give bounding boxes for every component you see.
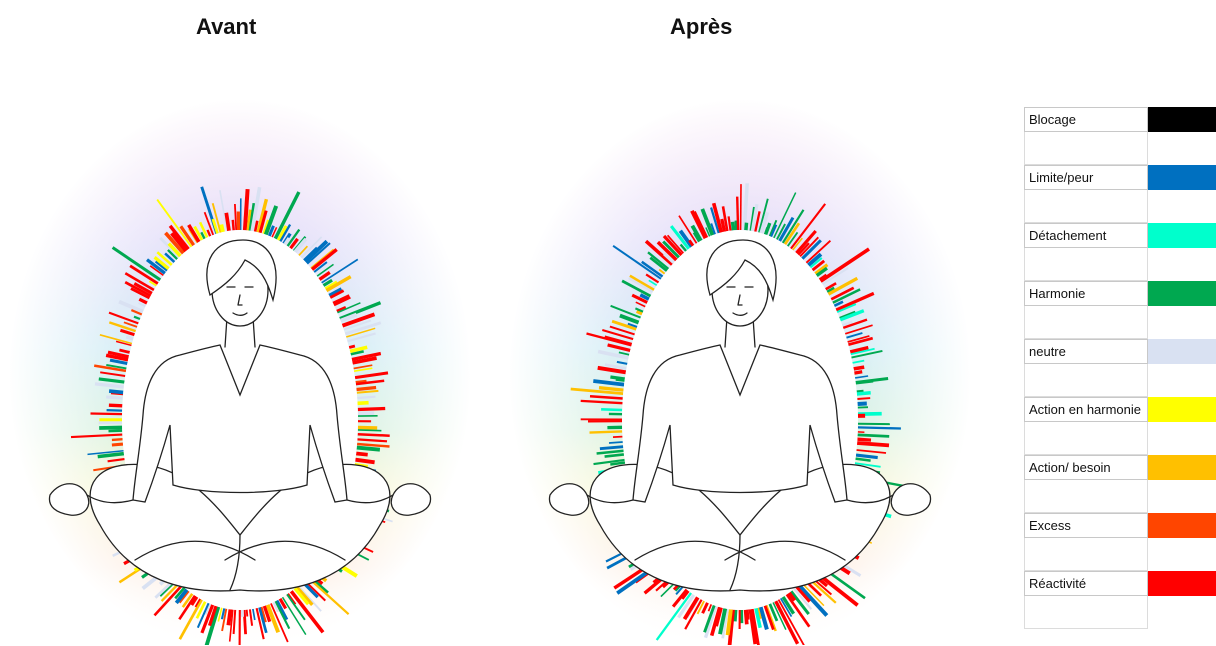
legend-row: Action en harmonie <box>1024 397 1216 455</box>
legend-label: Action en harmonie <box>1024 397 1148 422</box>
legend-swatch <box>1148 165 1216 190</box>
title-after: Après <box>670 14 732 40</box>
legend-spacer <box>1024 538 1148 571</box>
legend-label: Réactivité <box>1024 571 1148 596</box>
legend-swatch <box>1148 107 1216 132</box>
legend-swatch <box>1148 339 1216 364</box>
legend-label: Harmonie <box>1024 281 1148 306</box>
aura-panel-after <box>505 55 975 645</box>
aura-panel-before <box>5 55 475 645</box>
legend-swatch <box>1148 281 1216 306</box>
legend-label: Détachement <box>1024 223 1148 248</box>
legend-swatch <box>1148 397 1216 422</box>
legend-spacer <box>1024 422 1148 455</box>
legend-label: Excess <box>1024 513 1148 538</box>
legend-label: Action/ besoin <box>1024 455 1148 480</box>
aura-illustration-after <box>505 55 975 645</box>
legend-swatch <box>1148 223 1216 248</box>
legend-row: Excess <box>1024 513 1216 571</box>
legend-row: Réactivité <box>1024 571 1216 629</box>
legend-spacer <box>1024 248 1148 281</box>
aura-illustration-before <box>5 55 475 645</box>
legend-spacer <box>1024 132 1148 165</box>
legend-row: Action/ besoin <box>1024 455 1216 513</box>
legend-spacer <box>1024 596 1148 629</box>
legend-label: neutre <box>1024 339 1148 364</box>
legend-row: Blocage <box>1024 107 1216 165</box>
legend-label: Blocage <box>1024 107 1148 132</box>
legend-swatch <box>1148 571 1216 596</box>
legend-spacer <box>1024 190 1148 223</box>
legend-row: Harmonie <box>1024 281 1216 339</box>
legend-swatch <box>1148 513 1216 538</box>
legend-spacer <box>1024 306 1148 339</box>
title-before: Avant <box>196 14 256 40</box>
legend-row: neutre <box>1024 339 1216 397</box>
legend-spacer <box>1024 480 1148 513</box>
legend-row: Limite/peur <box>1024 165 1216 223</box>
legend-label: Limite/peur <box>1024 165 1148 190</box>
legend-swatch <box>1148 455 1216 480</box>
legend-spacer <box>1024 364 1148 397</box>
legend-row: Détachement <box>1024 223 1216 281</box>
